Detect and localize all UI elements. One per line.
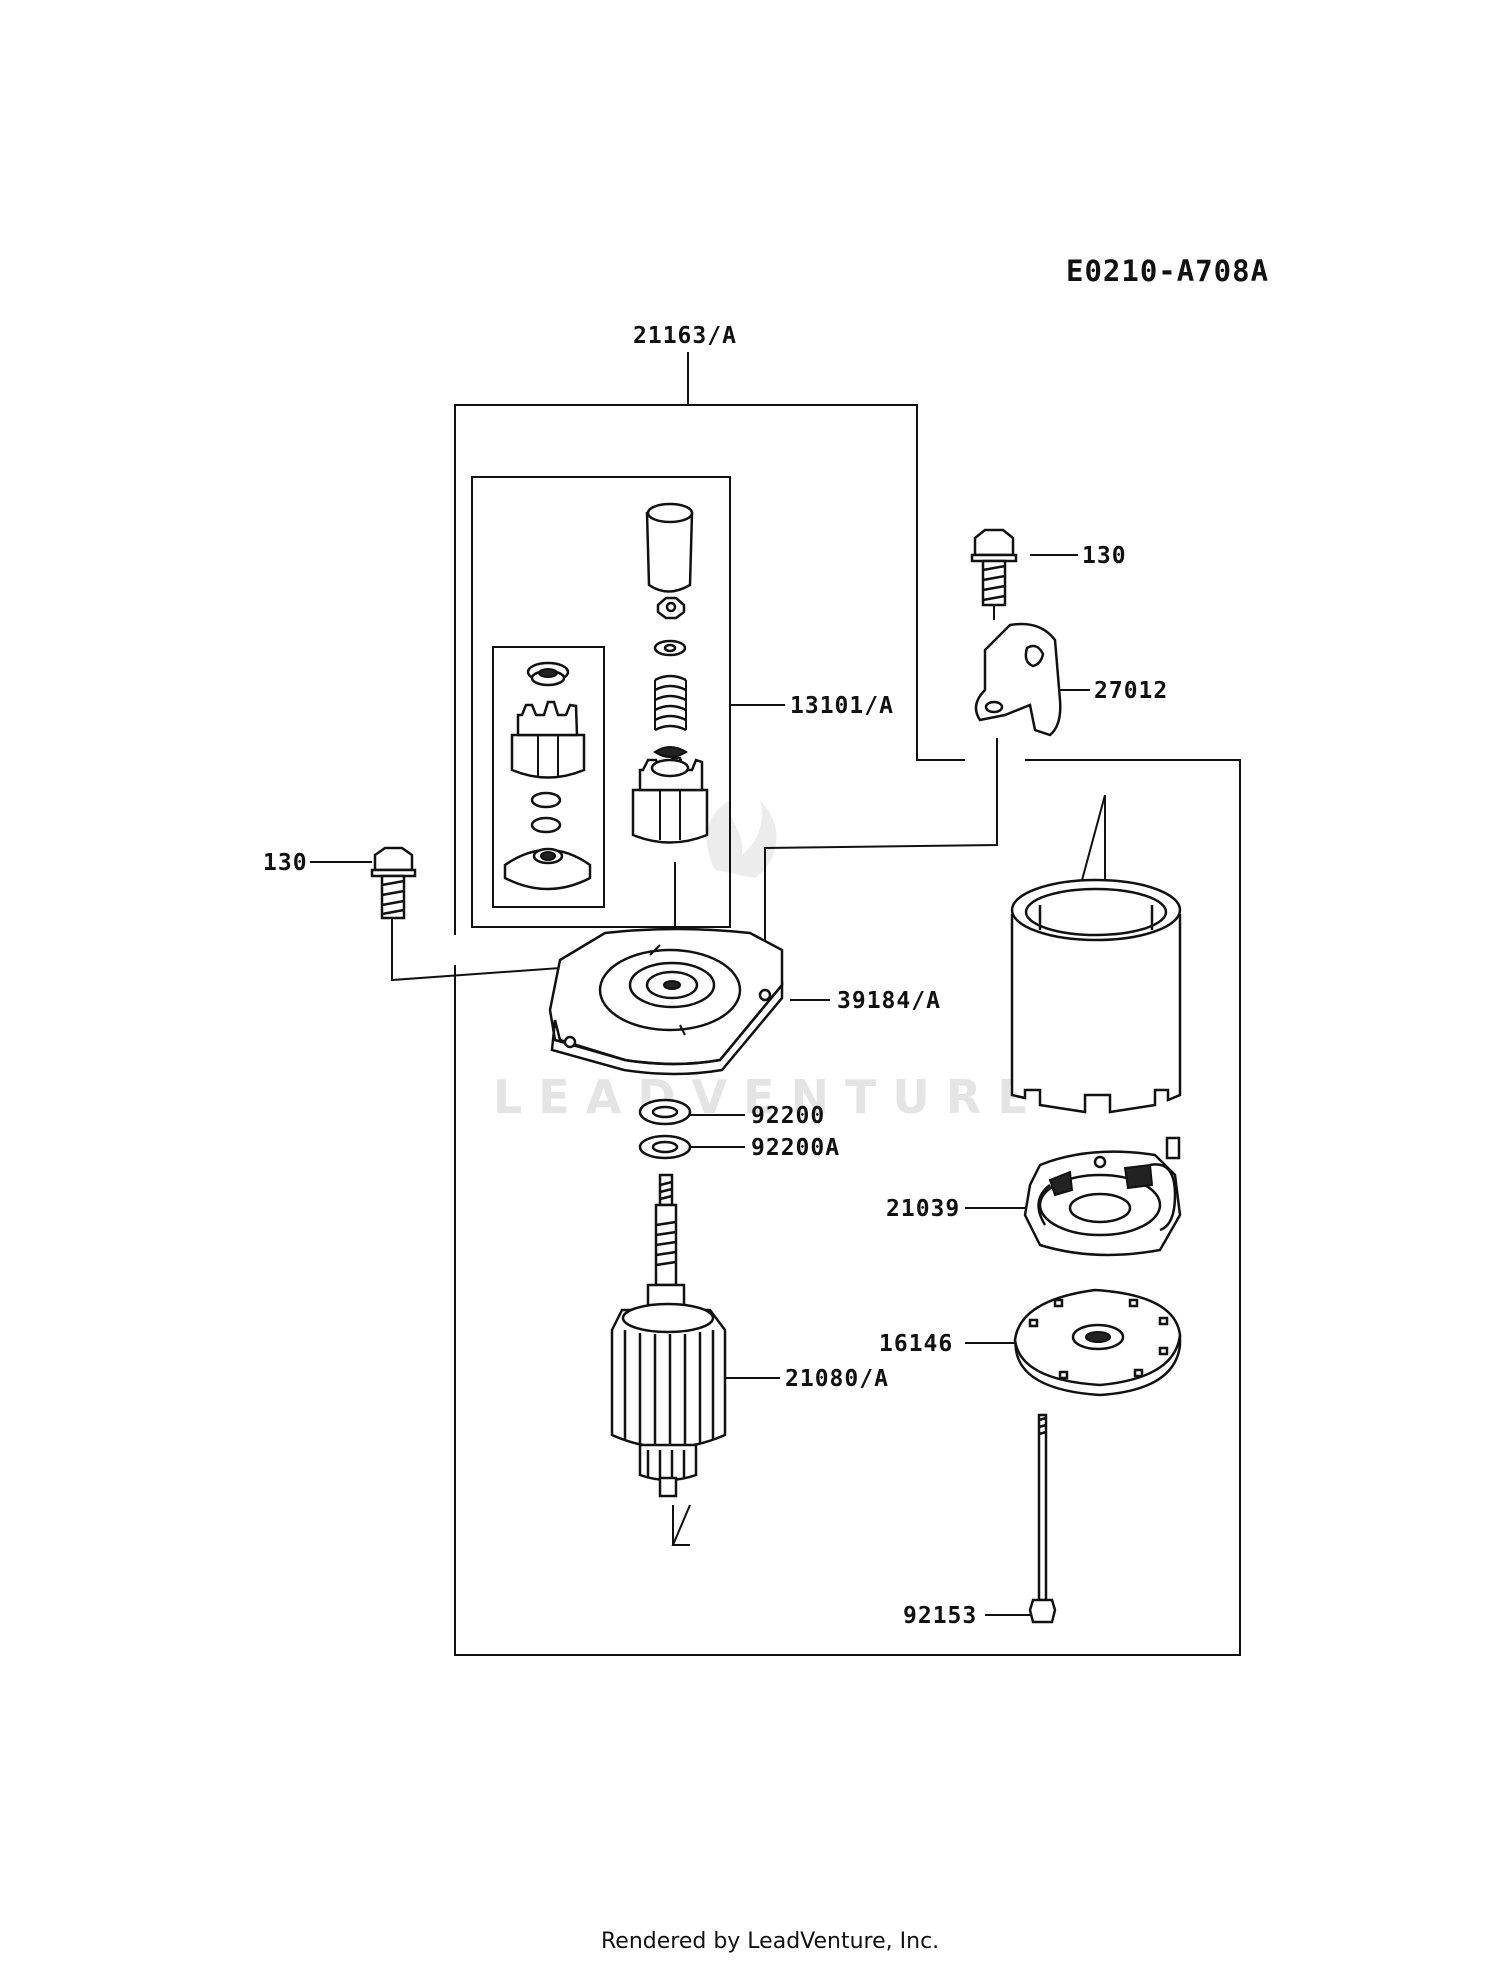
callout-92153: 92153: [903, 1603, 977, 1629]
assembly-outline-21163: [454, 352, 1241, 1656]
callout-92200: 92200: [751, 1103, 825, 1129]
footer-credit: Rendered by LeadVenture, Inc.: [601, 1929, 939, 1954]
leader-lines: [310, 554, 1106, 1616]
end-plate-39184: [548, 927, 784, 1076]
callout-130-left: 130: [263, 850, 308, 876]
bolt-130-left: [370, 846, 417, 920]
washer-92200: [638, 1098, 692, 1126]
end-plate-16146: [1013, 1288, 1182, 1397]
watermark-text: LEADVENTURE: [493, 1070, 1045, 1124]
watermark-flame-icon: [706, 800, 777, 878]
callout-130-top: 130: [1082, 543, 1127, 569]
brush-holder-21039: [1023, 1136, 1182, 1257]
bolt-130-top: [970, 528, 1018, 620]
diagram-code: E0210-A708A: [1066, 254, 1269, 288]
callout-39184-a: 39184/A: [837, 988, 941, 1014]
armature-21080: [610, 1173, 727, 1498]
callout-21080-a: 21080/A: [785, 1366, 889, 1392]
washer-92200a: [638, 1134, 692, 1160]
callout-21163-a: 21163/A: [633, 323, 737, 349]
assembly-outline-13101: [471, 476, 731, 928]
callout-27012: 27012: [1094, 678, 1168, 704]
bracket-27012: [974, 622, 1062, 737]
callout-16146: 16146: [879, 1331, 953, 1357]
through-bolt-92153: [1028, 1413, 1057, 1624]
callout-92200a: 92200A: [751, 1135, 840, 1161]
pinion-kit-13101: [631, 502, 709, 844]
callout-21039: 21039: [886, 1196, 960, 1222]
callout-13101-a: 13101/A: [790, 693, 894, 719]
yoke-housing: [1010, 878, 1182, 1114]
assembly-outline-pinion-kit: [492, 646, 605, 908]
watermark: LEADVENTURE: [493, 800, 1045, 1124]
callout-labels: 21163/A 130 27012 13101/A 130 39184/A 92…: [263, 323, 1168, 1629]
pinion-kit-inner: [503, 661, 592, 891]
